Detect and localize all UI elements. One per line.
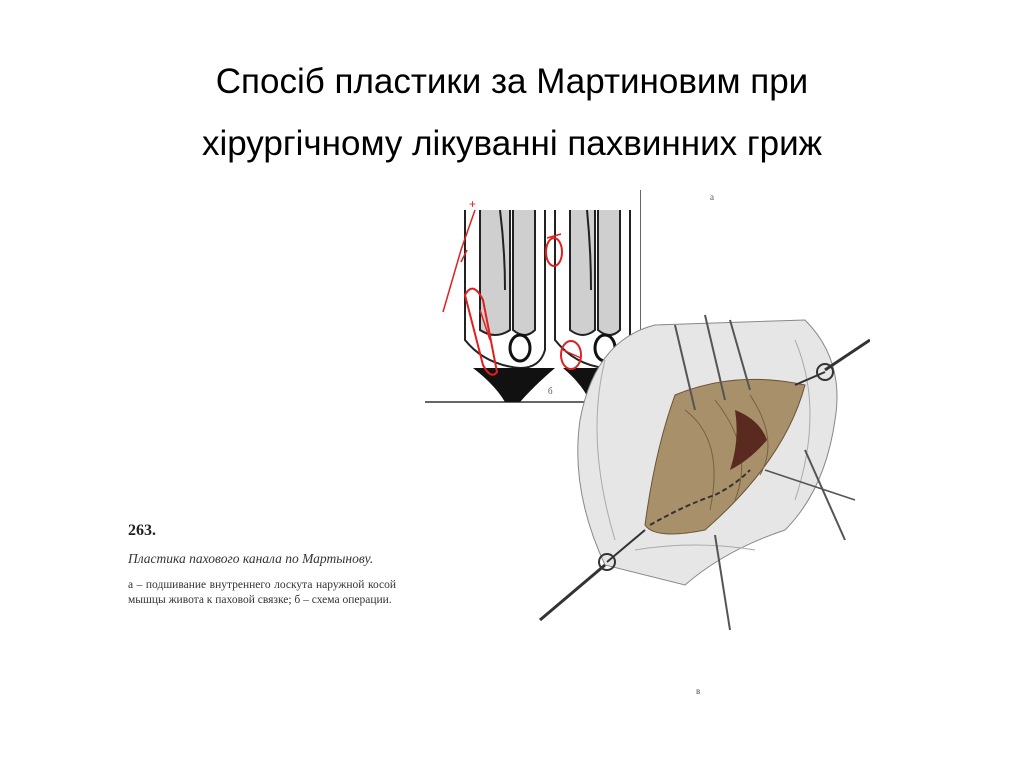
- retractors-bottom: [714, 449, 856, 631]
- caption-title: Пластика пахового канала по Мартынову.: [128, 551, 374, 566]
- scheme-left: +: [442, 197, 555, 402]
- figure-caption: 263. Пластика пахового канала по Мартыно…: [128, 522, 396, 608]
- caption-description: а – подшивание внутреннего лоскута наруж…: [128, 579, 396, 606]
- slide-title: Спосіб пластики за Мартиновим при хірург…: [0, 51, 1024, 175]
- clamp-top-right: [794, 338, 870, 386]
- slide-title-line2: хірургічному лікуванні пахвинних гриж: [201, 124, 823, 164]
- surgical-illustration: [539, 314, 870, 631]
- figure-label-b: б: [548, 386, 553, 396]
- figure-label-a: a: [710, 192, 714, 202]
- clamp-bottom-left: [539, 529, 646, 622]
- svg-text:+: +: [469, 197, 476, 211]
- caption-number: 263.: [128, 522, 156, 539]
- operation-scheme-diagram: +: [425, 190, 641, 404]
- slide-title-line1: Спосіб пластики за Мартиновим при: [215, 62, 809, 102]
- figure-label-v: в: [696, 686, 701, 696]
- retractors-top: [674, 314, 751, 411]
